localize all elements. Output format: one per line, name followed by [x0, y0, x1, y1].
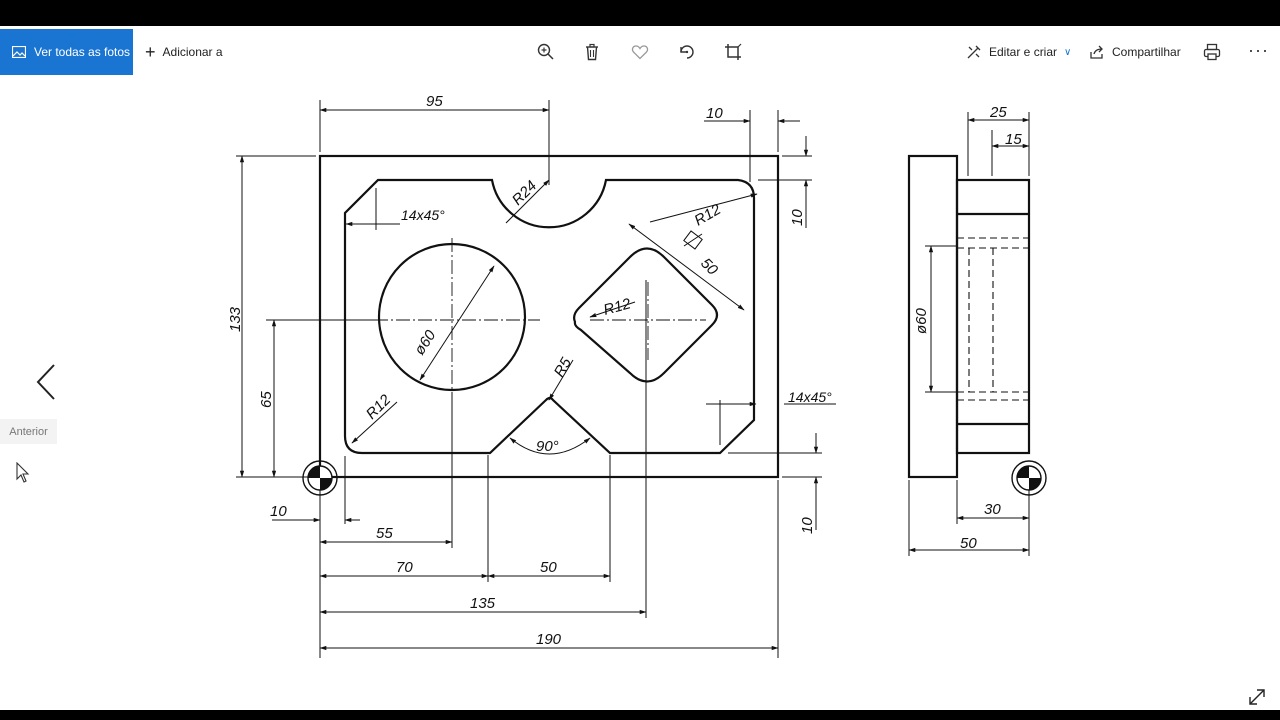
- label-chamfer-top: 14x45°: [401, 207, 445, 223]
- favorite-button[interactable]: [628, 40, 652, 64]
- label-r12-bottom: R12: [363, 391, 395, 423]
- trash-icon: [586, 43, 598, 61]
- print-button[interactable]: [1200, 40, 1224, 64]
- dim-50-side: 50: [960, 535, 977, 552]
- dim-133: 133: [227, 306, 244, 332]
- more-icon: ···: [1248, 40, 1269, 60]
- window-bottom-bar: [0, 710, 1280, 720]
- edit-create-button[interactable]: Editar e criar ∨: [966, 29, 1071, 75]
- dim-50-diag: 50: [697, 255, 721, 279]
- dimension-texts: 95 10 25 15 10 133 65 10 55 70 50 135 19…: [227, 93, 1022, 648]
- see-all-photos-button[interactable]: Ver todas as fotos: [0, 29, 133, 75]
- leader-lines: [272, 118, 836, 530]
- dim-70: 70: [396, 559, 413, 576]
- dim-30: 30: [984, 501, 1001, 518]
- see-all-photos-label: Ver todas as fotos: [34, 45, 131, 59]
- label-r5: R5: [551, 354, 576, 380]
- dim-190: 190: [536, 631, 562, 648]
- edit-create-label: Editar e criar: [989, 45, 1058, 59]
- dim-10-left: 10: [270, 503, 287, 520]
- dim-25: 25: [989, 104, 1007, 121]
- label-r12-top: R12: [692, 201, 725, 230]
- window-top-bar: [0, 0, 1280, 26]
- dim-15: 15: [1005, 131, 1022, 148]
- dim-10-top: 10: [706, 105, 723, 122]
- share-label: Compartilhar: [1112, 45, 1181, 59]
- photo-toolbar: Ver todas as fotos + Adicionar a: [0, 29, 1280, 75]
- label-dia60: ø60: [411, 327, 440, 358]
- dim-55: 55: [376, 525, 393, 542]
- share-button[interactable]: Compartilhar: [1089, 29, 1181, 75]
- dimension-lines: [239, 107, 1030, 651]
- dim-50-bottom: 50: [540, 559, 557, 576]
- dim-10-bottom-right: 10: [799, 517, 816, 534]
- datum-symbols: [302, 460, 1047, 496]
- dim-135: 135: [470, 595, 496, 612]
- delete-button[interactable]: [580, 40, 604, 64]
- hidden-lines: [957, 237, 1029, 401]
- label-angle-90: 90°: [536, 438, 559, 455]
- previous-tooltip: Anterior: [0, 419, 57, 444]
- rotate-button[interactable]: [675, 40, 699, 64]
- fullscreen-button[interactable]: [1247, 687, 1267, 707]
- label-r12-diamond: R12: [602, 295, 634, 319]
- dim-10-right: 10: [789, 209, 806, 226]
- zoom-icon: [537, 43, 554, 60]
- dim-65: 65: [258, 391, 275, 408]
- plus-icon: +: [145, 42, 156, 62]
- label-r24: R24: [509, 177, 540, 208]
- mouse-cursor-icon: [15, 461, 31, 484]
- add-to-label: Adicionar a: [162, 45, 223, 59]
- zoom-button[interactable]: [534, 40, 558, 64]
- crop-icon: [725, 43, 742, 60]
- rotate-icon: [680, 45, 694, 59]
- flat-symbol: [683, 230, 703, 250]
- add-to-button[interactable]: + Adicionar a: [145, 29, 223, 75]
- crop-button[interactable]: [721, 40, 745, 64]
- previous-button[interactable]: [34, 362, 60, 402]
- edit-icon: [967, 45, 981, 59]
- chevron-left-icon: [36, 364, 55, 400]
- label-chamfer-right: 14x45°: [788, 389, 832, 405]
- print-icon: [1203, 43, 1221, 61]
- photos-icon: [12, 46, 26, 58]
- favorite-icon: [631, 45, 649, 60]
- share-icon: [1090, 45, 1103, 59]
- dim-95: 95: [426, 93, 443, 110]
- extension-lines: [236, 100, 1030, 658]
- chevron-down-icon: ∨: [1064, 46, 1072, 58]
- label-dia60-side: ø60: [913, 307, 930, 334]
- expand-icon: [1249, 689, 1265, 705]
- more-button[interactable]: ···: [1248, 40, 1268, 64]
